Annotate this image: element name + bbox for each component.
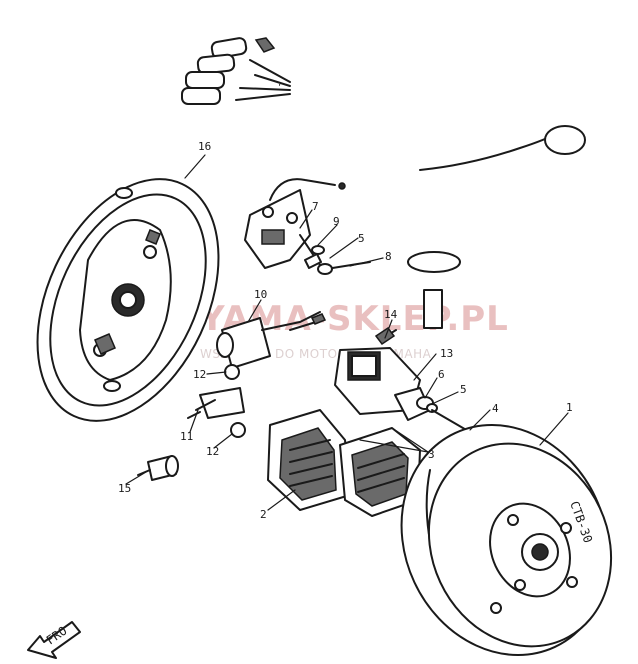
- callout-4: 4: [492, 402, 499, 415]
- grommet: [407, 251, 461, 273]
- callout-11: 11: [180, 430, 193, 443]
- flywheel-rotor: CTB-30: [400, 424, 613, 656]
- callouts: 1 2 3 4 5 5 6 7 8 9 10 11 12 12 13 14 15…: [118, 140, 573, 521]
- front-direction-arrow: FRO: [27, 621, 81, 659]
- stator-base-plate: [36, 154, 220, 422]
- stator-coils: [267, 409, 421, 517]
- callout-13: 13: [440, 347, 453, 360]
- callout-7: 7: [312, 200, 319, 213]
- wiring-harness: [181, 37, 586, 329]
- callout-10: 10: [254, 288, 267, 301]
- callout-9: 9: [333, 215, 340, 228]
- callout-5-lower: 5: [460, 383, 467, 396]
- callout-3: 3: [428, 448, 435, 461]
- callout-14: 14: [384, 308, 398, 321]
- callout-12-upper: 12: [193, 368, 206, 381]
- callout-1: 1: [566, 401, 573, 414]
- condenser: [216, 311, 327, 369]
- harness-lead: [423, 289, 443, 329]
- callout-16: 16: [198, 140, 211, 153]
- callout-15: 15: [118, 482, 131, 495]
- screw-set-upper: [304, 245, 371, 275]
- connector-plugs: [181, 37, 276, 105]
- mounting-bolt: [137, 455, 179, 481]
- ground-terminal: [544, 125, 586, 155]
- clamp-and-screws: [187, 364, 246, 438]
- contact-breaker: [334, 326, 431, 421]
- leader-lines: [125, 209, 569, 511]
- callout-8: 8: [385, 250, 392, 263]
- callout-6: 6: [438, 368, 445, 381]
- pickup-coil: [244, 178, 346, 269]
- callout-12-lower: 12: [206, 445, 219, 458]
- callout-5-upper: 5: [358, 232, 365, 245]
- callout-2: 2: [260, 508, 267, 521]
